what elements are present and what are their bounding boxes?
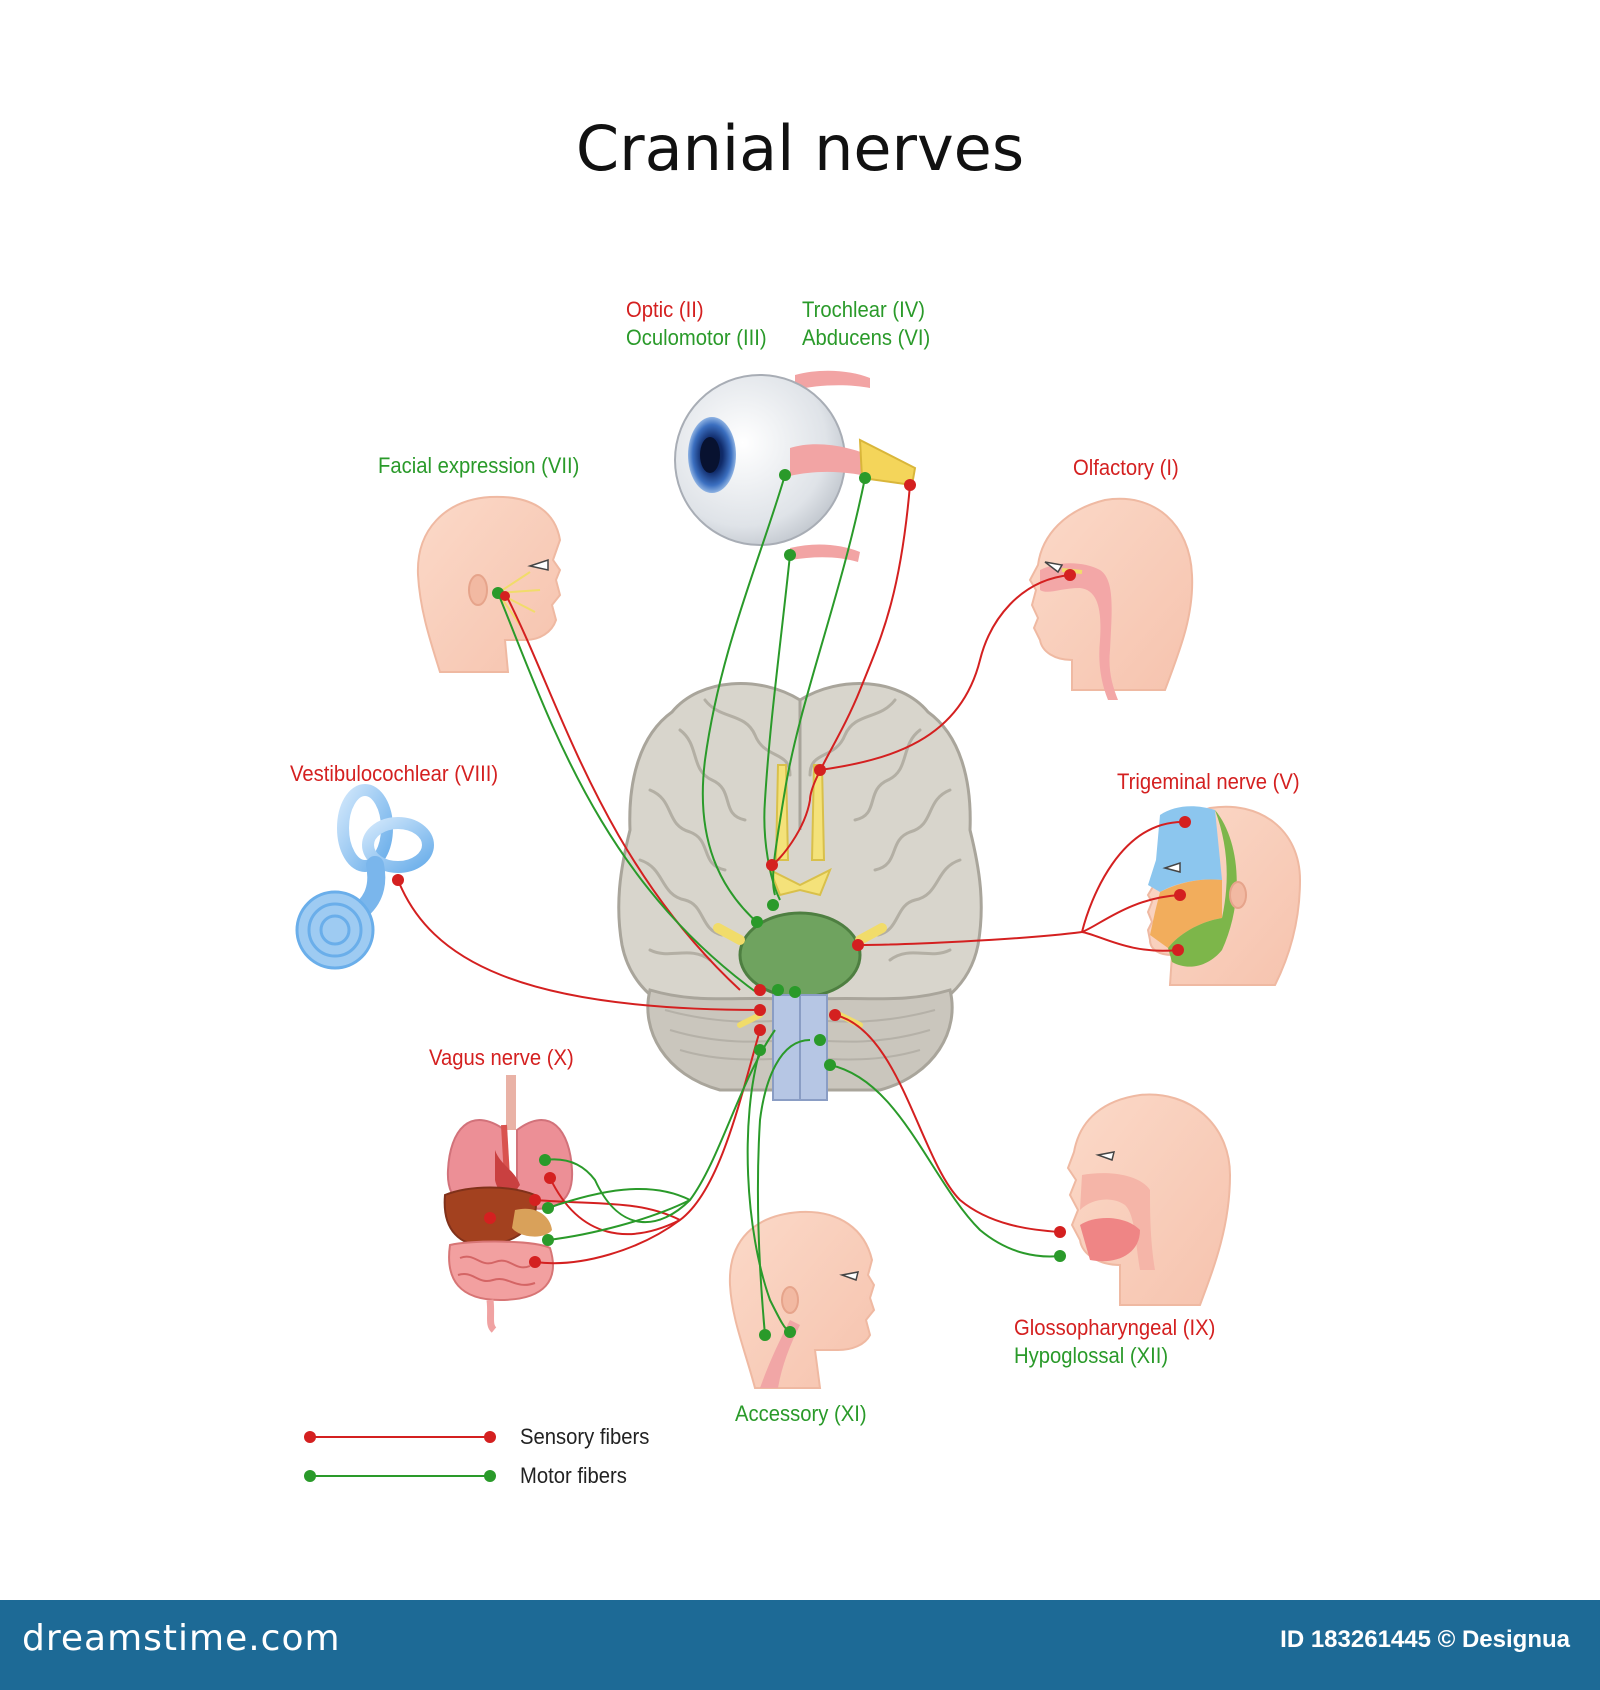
label-oculomotor: Oculomotor (III) xyxy=(626,325,767,350)
label-olfactory: Olfactory (I) xyxy=(1073,455,1179,480)
diagram-illustration xyxy=(295,370,1302,1482)
eye-illustration xyxy=(674,370,917,562)
trigeminal-head-illustration xyxy=(1146,805,1302,986)
organs-illustration xyxy=(443,1075,574,1333)
label-trochlear: Trochlear (IV) xyxy=(802,297,925,322)
glossopharyngeal-head-illustration xyxy=(1066,1093,1232,1306)
label-facial: Facial expression (VII) xyxy=(378,453,580,478)
legend-sensory-label: Sensory fibers xyxy=(520,1424,650,1449)
footer-image-id: ID 183261445 © Designua xyxy=(1280,1626,1570,1653)
label-vestibulocochlear: Vestibulocochlear (VIII) xyxy=(290,761,499,786)
inner-ear-illustration xyxy=(295,784,434,970)
accessory-head-illustration xyxy=(728,1210,876,1389)
facial-head-illustration xyxy=(416,495,562,673)
footer-site-logo[interactable]: dreamstime.com xyxy=(22,1618,341,1659)
label-abducens: Abducens (VI) xyxy=(802,325,931,350)
legend-swatches xyxy=(304,1431,496,1482)
nerve-fibers xyxy=(397,474,1186,1336)
label-trigeminal: Trigeminal nerve (V) xyxy=(1117,769,1300,794)
brain-base-illustration xyxy=(617,682,983,1101)
label-optic: Optic (II) xyxy=(626,297,704,322)
page-title: Cranial nerves xyxy=(575,112,1025,185)
fiber-endpoints xyxy=(392,469,1191,1341)
label-accessory: Accessory (XI) xyxy=(735,1401,867,1426)
legend-motor-label: Motor fibers xyxy=(520,1463,627,1488)
label-hypoglossal: Hypoglossal (XII) xyxy=(1014,1343,1169,1368)
olfactory-head-illustration xyxy=(1028,497,1194,700)
footer-bar: dreamstime.com ID 183261445 © Designua xyxy=(0,1600,1600,1690)
label-glossopharyngeal: Glossopharyngeal (IX) xyxy=(1014,1315,1216,1340)
label-vagus: Vagus nerve (X) xyxy=(429,1045,574,1070)
